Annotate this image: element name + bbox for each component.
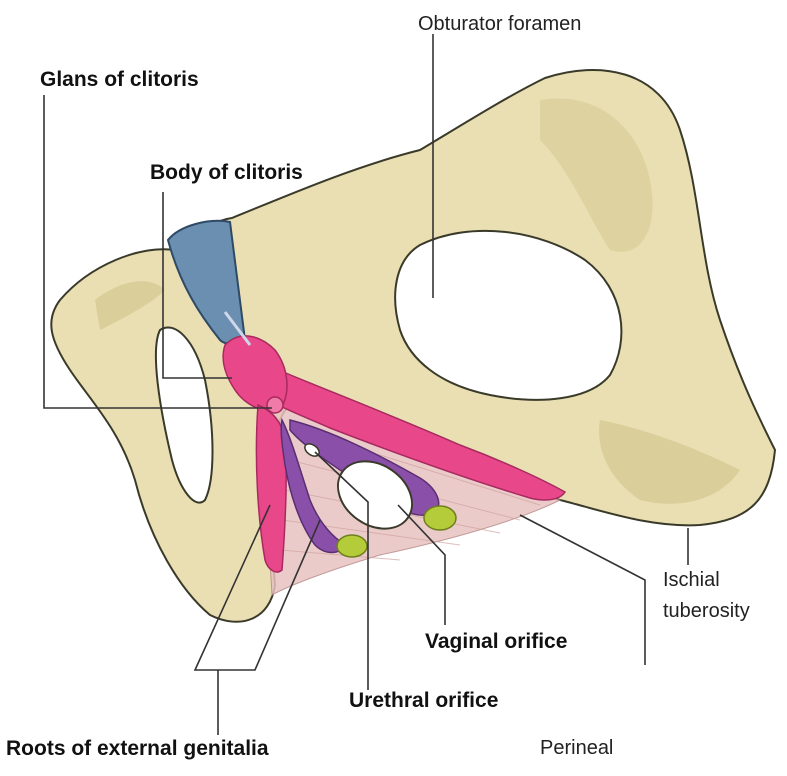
label-obturator-foramen: Obturator foramen bbox=[418, 14, 581, 34]
label-ischial-tuberosity-line2: tuberosity bbox=[663, 601, 750, 621]
vestibular-gland-left bbox=[337, 535, 367, 557]
glans-of-clitoris-shape bbox=[267, 397, 283, 413]
label-glans-of-clitoris: Glans of clitoris bbox=[40, 69, 199, 90]
label-body-of-clitoris: Body of clitoris bbox=[150, 162, 303, 183]
label-vaginal-orifice: Vaginal orifice bbox=[425, 631, 567, 652]
label-roots-of-external-genitalia: Roots of external genitalia bbox=[6, 738, 269, 759]
label-perineal: Perineal bbox=[540, 738, 613, 758]
label-urethral-orifice: Urethral orifice bbox=[349, 690, 498, 711]
vestibular-gland-right bbox=[424, 506, 456, 530]
label-ischial-tuberosity-line1: Ischial bbox=[663, 570, 720, 590]
